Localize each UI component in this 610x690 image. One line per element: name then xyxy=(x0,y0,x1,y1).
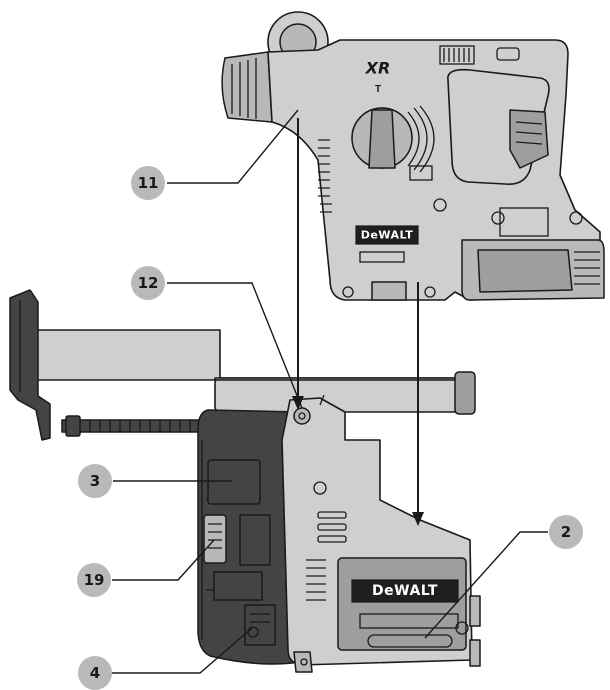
callouts: 11 12 3 19 4 2 xyxy=(77,109,583,690)
release-latch[interactable] xyxy=(203,514,227,564)
extractor-telescopic-tube xyxy=(29,329,221,381)
callout-2 xyxy=(549,515,583,549)
assembly-arrows xyxy=(292,118,424,526)
dust-extractor: DeWALT xyxy=(9,289,481,673)
callout-label-11: 11 xyxy=(138,174,159,192)
callout-3 xyxy=(78,464,112,498)
xr-badge: XR xyxy=(365,59,391,78)
callout-4 xyxy=(78,656,112,690)
drill-brand-logo: DeWALT xyxy=(361,229,413,242)
callout-label-12: 12 xyxy=(138,274,159,292)
leader-19 xyxy=(112,539,215,581)
leader-12 xyxy=(167,282,303,409)
filter-box xyxy=(207,459,261,505)
leader-4 xyxy=(112,627,253,674)
leader-11 xyxy=(167,109,299,184)
drill-trigger[interactable] xyxy=(509,109,549,169)
callout-19 xyxy=(77,563,111,597)
extractor-brand-plate xyxy=(351,579,459,603)
drill-chuck xyxy=(221,51,273,123)
callout-label-2: 2 xyxy=(561,523,571,541)
drill-brand-plate xyxy=(355,225,419,245)
leader-2 xyxy=(424,531,548,639)
callout-11 xyxy=(131,166,165,200)
dust-container-grip[interactable] xyxy=(367,634,453,648)
hammer-drill: XR T DeWALT xyxy=(221,11,605,301)
callout-label-19: 19 xyxy=(84,571,105,589)
extractor-brand-logo: DeWALT xyxy=(372,583,438,599)
callout-label-4: 4 xyxy=(90,664,100,682)
callout-label-3: 3 xyxy=(90,472,100,490)
svg-text:T: T xyxy=(375,84,381,95)
callout-12 xyxy=(131,266,165,300)
lower-latch[interactable] xyxy=(244,604,276,646)
